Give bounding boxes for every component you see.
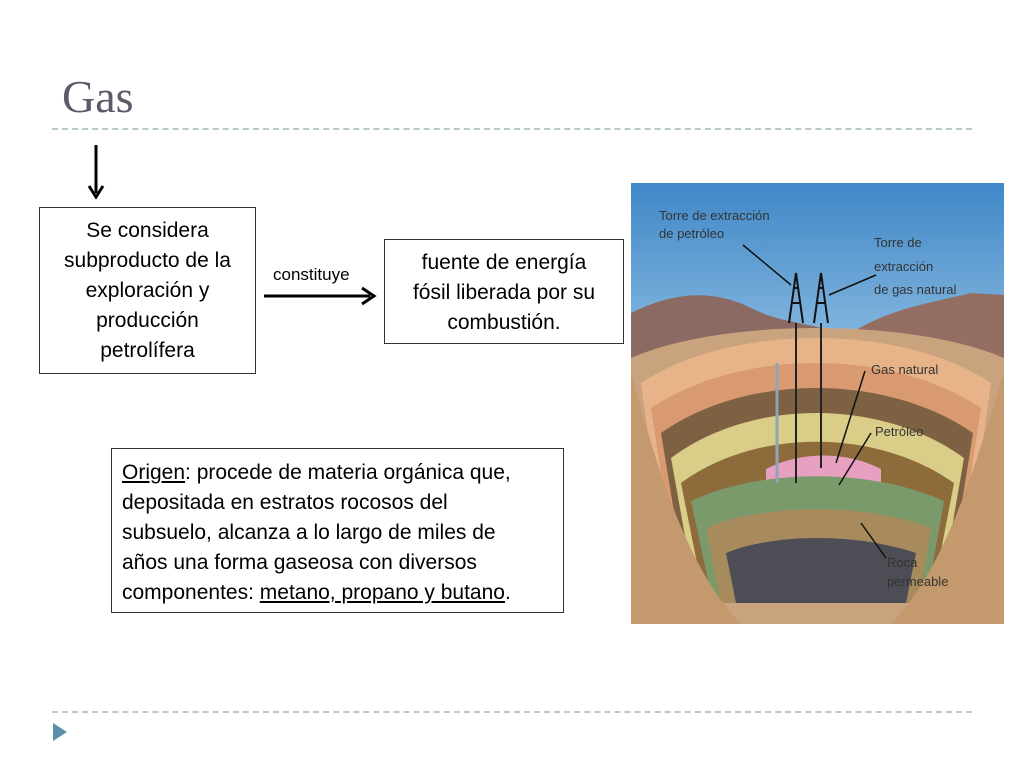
label-gas-tower-3: de gas natural [874,282,957,297]
origin-prefix: componentes: [122,581,260,604]
play-arrow-icon[interactable] [52,722,68,742]
origin-line-1: Origen: procede de materia orgánica que, [122,458,553,488]
label-rock-1: Roca [887,555,918,570]
ground-left-edge [631,373,741,624]
byproduct-line: petrolífera [100,339,195,362]
title-divider [52,128,972,130]
oil-tower-pointer [742,244,792,286]
right-arrow-icon [264,286,377,306]
byproduct-line: exploración y [85,279,210,302]
gas-pointer [835,370,866,464]
gas-derrick-icon [813,272,829,324]
oil-pointer [838,432,872,486]
ground-right-edge [891,373,1004,624]
byproduct-line: producción [96,309,199,332]
footer-divider [52,711,972,713]
rock-pointer [860,522,887,559]
origin-suffix: . [504,581,511,604]
origin-term: Origen [122,461,186,484]
energy-box: fuente de energía fósil liberada por su … [384,239,624,344]
origin-line-4: años una forma gaseosa con diversos [122,551,477,574]
gas-extraction-diagram: Torre de extracción de petróleo Torre de… [631,183,1004,624]
byproduct-box: Se considera subproducto de la exploraci… [39,207,256,374]
label-oil-tower-2: de petróleo [659,226,724,241]
gas-tower-pointer [828,274,877,296]
energy-line: fósil liberada por su [412,281,596,304]
origin-line-3: subsuelo, alcanza a lo largo de miles de [122,521,496,544]
label-oil-tower-1: Torre de extracción [659,208,770,223]
byproduct-line: subproducto de la [64,249,231,272]
energy-line: fuente de energía [421,251,587,274]
label-gas-tower-1: Torre de [874,235,922,250]
origin-line-2: depositada en estratos rocosos del [122,491,448,514]
origin-text: : procede de materia orgánica que, [185,461,511,484]
byproduct-line: Se considera [86,219,209,242]
slide-title: Gas [62,71,134,122]
label-oil: Petróleo [875,424,923,439]
energy-line: combustión. [447,311,561,334]
origin-components: metano, propano y butano [259,581,505,604]
label-rock-2: permeable [887,574,948,589]
origin-line-5: componentes: metano, propano y butano. [122,578,553,608]
down-arrow-icon [87,145,105,200]
label-gas: Gas natural [871,362,938,377]
origin-box: Origen: procede de materia orgánica que,… [111,448,564,613]
connector-label: constituye [273,265,350,284]
label-gas-tower-2: extracción [874,259,933,274]
permeable-rock [726,538,916,603]
oil-derrick-icon [788,272,804,324]
